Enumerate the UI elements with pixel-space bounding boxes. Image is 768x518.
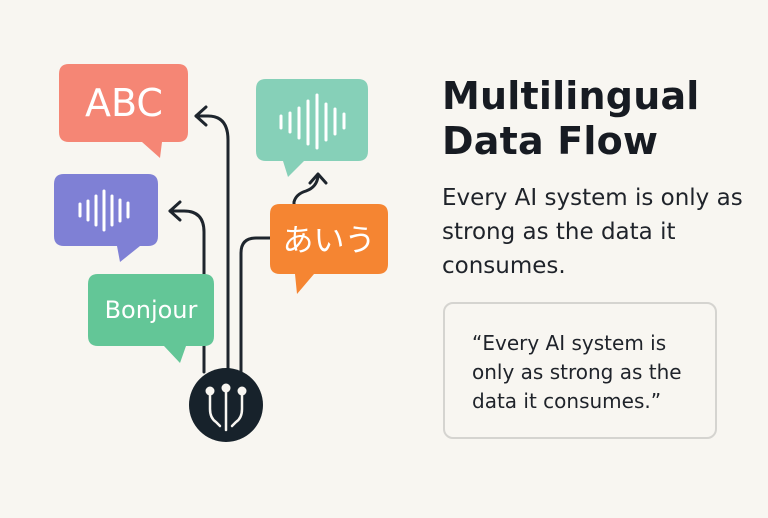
- sound-wave-icon: [279, 93, 346, 150]
- quote-text: “Every AI system is only as strong as th…: [472, 331, 682, 413]
- bonjour-speech-bubble: Bonjour: [88, 274, 214, 363]
- abc-bubble-shape: [59, 64, 188, 158]
- network-hub-icon: [189, 368, 263, 442]
- connector-arrowhead-abc: [194, 105, 208, 127]
- page-title: Multilingual Data Flow: [442, 74, 700, 163]
- subtitle-text: Every AI system is only as strong as the…: [442, 185, 743, 279]
- connector-to-green-wave-bubble: [292, 174, 320, 207]
- green-bubble-shape: [256, 79, 368, 177]
- connector-lines: [168, 105, 328, 377]
- green-audio-bubble: [256, 79, 368, 177]
- abc-bubble-text: ABC: [85, 81, 163, 125]
- connector-to-japanese-bubble: [239, 236, 273, 377]
- japanese-bubble-shape: [270, 204, 388, 294]
- purple-audio-bubble: [54, 174, 158, 262]
- connector-arrowhead-green-wave: [308, 172, 328, 185]
- connector-to-purple-wave-bubble: [168, 209, 206, 374]
- japanese-bubble-text: あいう: [283, 223, 376, 259]
- connector-to-abc-bubble: [194, 114, 230, 377]
- connector-arrowhead-purple-wave: [168, 200, 182, 222]
- purple-bubble-shape: [54, 174, 158, 262]
- bonjour-bubble-shape: [88, 274, 214, 363]
- bonjour-bubble-text: Bonjour: [105, 296, 198, 324]
- abc-speech-bubble: ABC: [59, 64, 188, 158]
- quote-card: “Every AI system is only as strong as th…: [443, 302, 717, 439]
- japanese-speech-bubble: あいう: [270, 204, 388, 294]
- sound-wave-icon: [78, 189, 130, 232]
